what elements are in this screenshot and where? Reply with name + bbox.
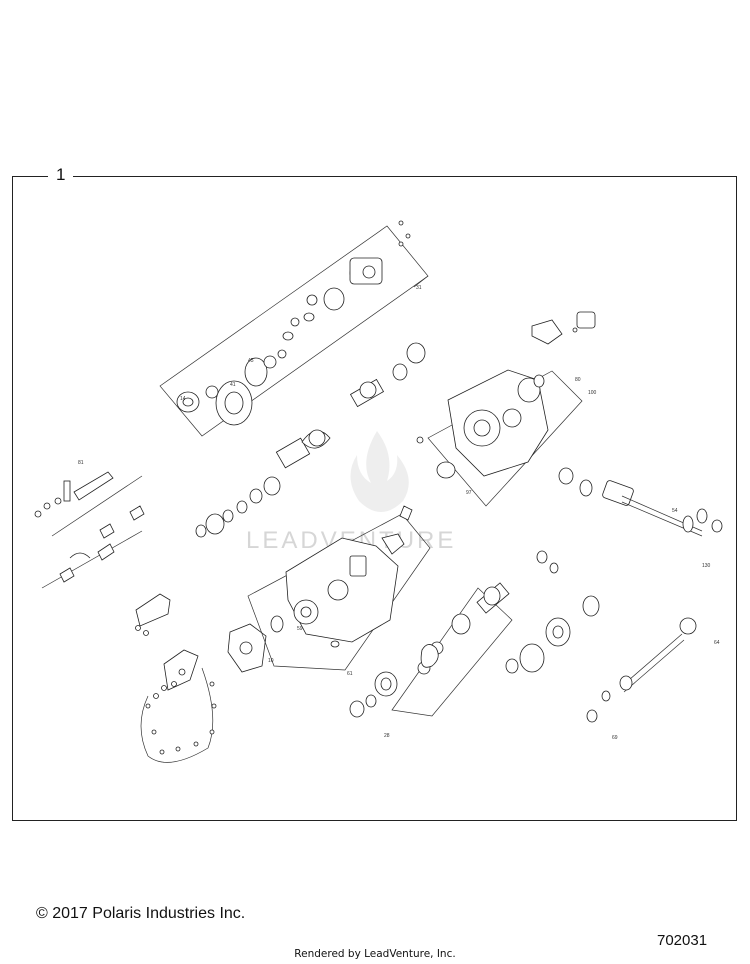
- right-case-half: 100 80 97: [416, 311, 597, 507]
- bracket-hardware: 10: [135, 593, 274, 763]
- svg-text:97: 97: [466, 490, 472, 496]
- svg-text:64: 64: [714, 640, 720, 646]
- svg-text:14: 14: [180, 396, 186, 402]
- diagram-part-number: 702031: [657, 932, 708, 949]
- lower-gear-assemblies: 28 64 69: [349, 582, 720, 741]
- exploded-parts-diagram: LEADVENTURE 14 41 45 31: [34, 220, 723, 763]
- svg-text:45: 45: [248, 358, 254, 364]
- svg-text:41: 41: [230, 382, 236, 388]
- svg-text:54: 54: [672, 508, 678, 514]
- svg-text:81: 81: [78, 460, 84, 466]
- upper-gear-shaft-assembly: 14 41 45 31: [159, 220, 429, 437]
- svg-text:10: 10: [268, 658, 274, 664]
- right-output-shaft: 54 130: [536, 467, 723, 574]
- middle-shaft-assembly: [195, 342, 426, 538]
- rendered-by-text: Rendered by LeadVenture, Inc.: [294, 948, 456, 960]
- svg-text:100: 100: [588, 390, 597, 396]
- svg-text:80: 80: [575, 377, 581, 383]
- svg-text:61: 61: [347, 671, 353, 677]
- svg-text:130: 130: [702, 563, 711, 569]
- shift-fork-parts: 81: [34, 460, 145, 589]
- group-label: 1: [48, 163, 74, 187]
- svg-text:31: 31: [416, 285, 422, 291]
- left-case-half: 59 61: [247, 505, 431, 677]
- watermark-flame-icon: [350, 431, 409, 512]
- diagram-frame: [12, 176, 737, 821]
- svg-text:69: 69: [612, 735, 618, 741]
- svg-text:28: 28: [384, 733, 390, 739]
- copyright-text: © 2017 Polaris Industries Inc.: [36, 905, 246, 922]
- svg-text:59: 59: [297, 626, 303, 632]
